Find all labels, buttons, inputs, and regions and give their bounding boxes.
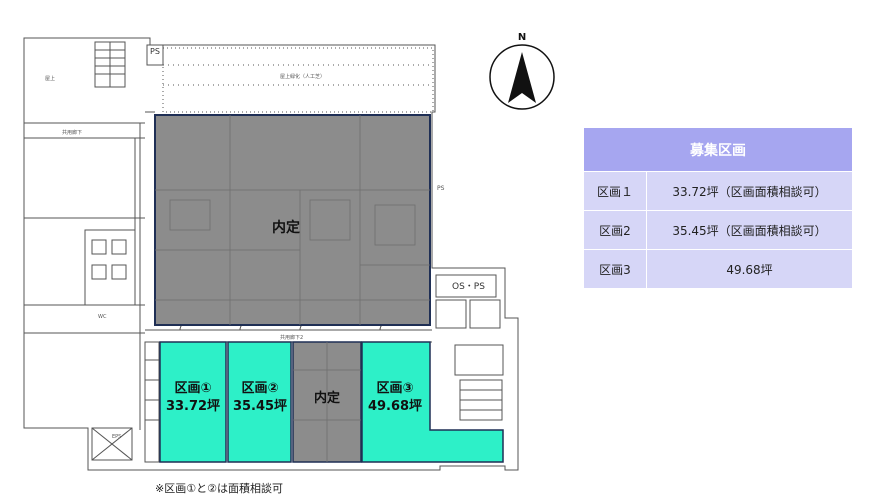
corridor-mid-label: 共用廊下2: [280, 334, 303, 341]
ps-right-label: PS: [437, 185, 445, 192]
roof-label: 屋上: [45, 75, 55, 82]
reserved-small-area: 内定: [292, 341, 362, 463]
section-1-name: 区画①: [174, 381, 211, 396]
table-row: 区画3 49.68坪: [583, 249, 853, 289]
section-2-area-value: 35.45坪: [233, 399, 287, 414]
plan-annotations: 屋上 屋上緑化（人工芝） 共用廊下 共用廊下2 WC EPS PS PS OS・…: [45, 47, 485, 440]
north-label: N: [518, 32, 526, 43]
eps-label: EPS: [112, 434, 121, 440]
section-3-area: 区画③ 49.68坪: [361, 341, 504, 463]
row-1-value: 33.72坪（区画面積相談可）: [646, 171, 853, 211]
corridor-top-label: 共用廊下: [62, 129, 82, 136]
section-3-area-value: 49.68坪: [368, 399, 422, 414]
row-3-name: 区画3: [583, 249, 647, 289]
roof-garden-label: 屋上緑化（人工芝）: [280, 73, 325, 80]
section-2-area: 区画② 35.45坪: [227, 341, 292, 463]
vacancy-table-header: 募集区画: [583, 127, 853, 172]
north-compass: N: [489, 32, 555, 110]
wc-label: WC: [98, 314, 107, 320]
section-1-area-value: 33.72坪: [166, 399, 220, 414]
section-2-name: 区画②: [241, 381, 278, 396]
floor-plan-linework: [23, 37, 519, 471]
vacancy-table: 募集区画 区画１ 33.72坪（区画面積相談可） 区画2 35.45坪（区画面積…: [583, 127, 853, 289]
section-1-area: 区画① 33.72坪: [159, 341, 227, 463]
row-2-name: 区画2: [583, 210, 647, 250]
row-2-value: 35.45坪（区画面積相談可）: [646, 210, 853, 250]
footnote: ※区画①と②は面積相談可: [155, 482, 283, 495]
os-ps-label: OS・PS: [452, 282, 485, 292]
table-row: 区画2 35.45坪（区画面積相談可）: [583, 210, 853, 250]
ps-top-label: PS: [150, 47, 160, 56]
reserved-main-label: 内定: [272, 219, 300, 236]
row-3-value: 49.68坪: [646, 249, 853, 289]
table-row: 区画１ 33.72坪（区画面積相談可）: [583, 171, 853, 211]
reserved-main-area: 内定: [154, 114, 431, 326]
section-3-name: 区画③: [376, 381, 413, 396]
north-arrow-icon: [508, 52, 536, 103]
reserved-small-label: 内定: [314, 390, 340, 406]
row-1-name: 区画１: [583, 171, 647, 211]
